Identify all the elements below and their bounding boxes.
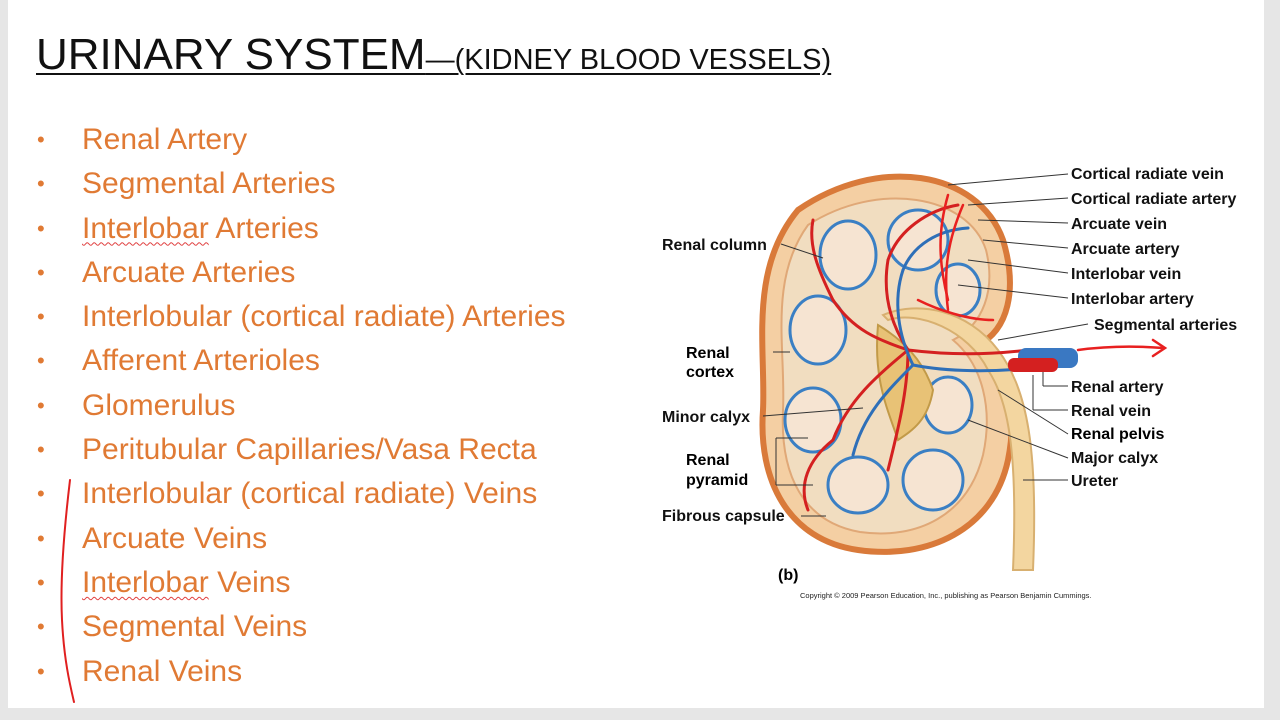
- label-major-calyx: Major calyx: [1071, 450, 1158, 467]
- renal-artery-shape: [1008, 358, 1058, 372]
- title-subtitle: —(KIDNEY BLOOD VESSELS): [425, 44, 832, 76]
- label-fibrous-capsule: Fibrous capsule: [662, 508, 785, 525]
- slide-title: URINARY SYSTEM—(KIDNEY BLOOD VESSELS): [36, 30, 831, 80]
- label-renal-pyramid-line1: Renal: [686, 452, 730, 469]
- label-ureter: Ureter: [1071, 473, 1118, 490]
- title-main: URINARY SYSTEM: [36, 30, 426, 79]
- bullet-item: • Segmental Arteries: [32, 162, 566, 206]
- label-renal-pyramid-line2: pyramid: [686, 472, 748, 489]
- bullet-dot-icon: •: [37, 304, 45, 330]
- bullet-item: • Arcuate Arteries: [32, 251, 566, 295]
- bullet-item: • Segmental Veins: [32, 605, 566, 649]
- label-interlobar-artery: Interlobar artery: [1071, 291, 1194, 308]
- bullet-dot-icon: •: [37, 569, 45, 595]
- label-renal-vein: Renal vein: [1071, 403, 1151, 420]
- bullet-dot-icon: •: [37, 215, 45, 241]
- annotation-bracket-icon: [60, 479, 75, 703]
- bullet-text: Renal Artery: [82, 123, 248, 156]
- bullet-list: • Renal Artery • Segmental Arteries • Inter…: [32, 118, 566, 694]
- bullet-text: Segmental Arteries: [82, 167, 336, 201]
- bullet-dot-icon: •: [37, 481, 45, 507]
- bullet-dot-icon: •: [37, 525, 45, 551]
- label-cortical-radiate-vein: Cortical radiate vein: [1071, 166, 1224, 183]
- bullet-item: • Interlobar Arteries: [32, 207, 566, 251]
- label-cortical-radiate-artery: Cortical radiate artery: [1071, 191, 1237, 208]
- arteries-group: [802, 203, 1030, 512]
- copyright-note: Copyright © 2009 Pearson Education, Inc.…: [800, 591, 1092, 600]
- bullet-dot-icon: •: [37, 392, 45, 418]
- bullet-text: Arteries: [208, 211, 319, 245]
- bullet-dot-icon: •: [37, 348, 45, 374]
- label-minor-calyx: Minor calyx: [662, 409, 750, 426]
- bullet-item: • Peritubular Capillaries/Vasa Recta: [32, 428, 566, 472]
- slide: URINARY SYSTEM—(KIDNEY BLOOD VESSELS) • R…: [8, 0, 1264, 708]
- label-interlobar-vein: Interlobar vein: [1071, 266, 1181, 283]
- bullet-dot-icon: •: [37, 127, 45, 152]
- label-renal-pelvis: Renal pelvis: [1071, 426, 1164, 443]
- bullet-text: Arcuate Veins: [82, 521, 268, 555]
- hand-annotation-icon: [916, 193, 1168, 358]
- bullet-text-spellcheck: Interlobar: [82, 211, 209, 245]
- bullet-item: • Interlobular (cortical radiate) Veins: [32, 472, 566, 516]
- bullet-text-spellcheck: Interlobar: [82, 565, 209, 599]
- bullet-text: Peritubular Capillaries/Vasa Recta: [82, 433, 537, 467]
- label-renal-column: Renal column: [662, 237, 767, 254]
- label-segmental-arteries: Segmental arteries: [1094, 317, 1237, 334]
- bullet-text: Veins: [208, 565, 291, 599]
- bullet-dot-icon: •: [37, 658, 45, 684]
- bullet-item: • Glomerulus: [32, 384, 566, 428]
- bullet-item: • Renal Veins: [32, 650, 566, 694]
- bullet-text: Glomerulus: [82, 388, 236, 422]
- label-renal-cortex-line2: cortex: [686, 364, 734, 381]
- bullet-dot-icon: •: [37, 614, 45, 640]
- kidney-diagram: Cortical radiate vein Cortical radiate a…: [662, 166, 1237, 600]
- left-leader-lines: [762, 243, 864, 517]
- label-arcuate-vein: Arcuate vein: [1071, 216, 1167, 233]
- bullet-item: • Renal Artery: [32, 118, 566, 162]
- bullet-item: • Interlobular (cortical radiate) Arterie…: [32, 295, 566, 339]
- bullet-dot-icon: •: [37, 171, 45, 197]
- bullet-dot-icon: •: [37, 437, 45, 463]
- right-leader-lines: [947, 173, 1089, 481]
- bullet-item: • Interlobar Veins: [32, 561, 566, 605]
- panel-letter: (b): [778, 567, 798, 584]
- bullet-text: Renal Veins: [82, 654, 243, 688]
- bullet-dot-icon: •: [37, 259, 45, 285]
- renal-pelvis-shape: [881, 307, 1036, 571]
- bullet-text: Arcuate Arteries: [82, 255, 296, 289]
- bullet-text: Segmental Veins: [82, 610, 308, 644]
- label-renal-cortex-line1: Renal: [686, 345, 730, 362]
- label-arcuate-artery: Arcuate artery: [1071, 241, 1180, 258]
- bullet-text: Afferent Arterioles: [82, 344, 320, 378]
- bullet-text: Interlobular (cortical radiate) Arteries: [82, 300, 566, 334]
- label-renal-artery: Renal artery: [1071, 379, 1164, 396]
- bullet-item: • Arcuate Veins: [32, 517, 566, 561]
- bullet-item: • Afferent Arterioles: [32, 339, 566, 383]
- bullet-text: Interlobular (cortical radiate) Veins: [82, 477, 538, 511]
